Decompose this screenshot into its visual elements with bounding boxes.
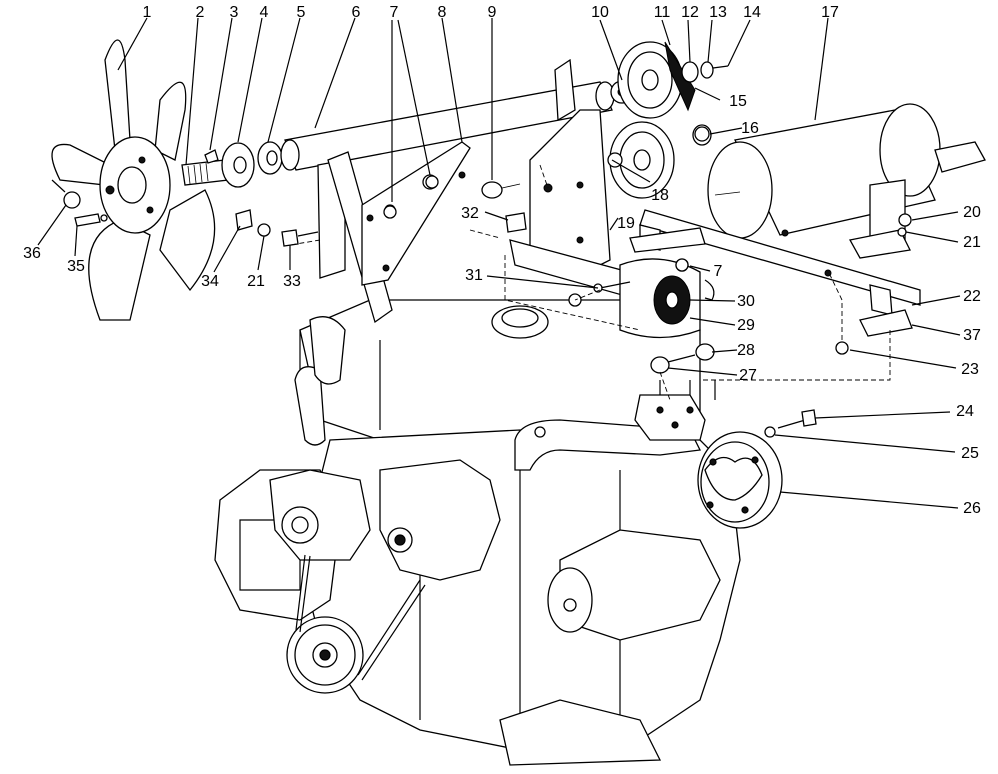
callout-28: 28 bbox=[737, 342, 755, 359]
engine-block bbox=[214, 299, 783, 766]
center-stand bbox=[509, 58, 641, 301]
callout-35: 35 bbox=[67, 258, 85, 275]
callout-20: 20 bbox=[963, 204, 981, 221]
support-tube bbox=[280, 80, 634, 171]
pulleys bbox=[607, 41, 729, 199]
callout-7-idler: 7 bbox=[714, 263, 723, 280]
leader-lines bbox=[37, 17, 961, 509]
callout-21-left: 21 bbox=[247, 273, 265, 290]
callout-1: 1 bbox=[143, 4, 152, 21]
callout-11: 11 bbox=[654, 4, 671, 21]
callout-33: 33 bbox=[283, 273, 301, 290]
callout-12: 12 bbox=[681, 4, 699, 21]
callout-2: 2 bbox=[196, 4, 205, 21]
callout-25: 25 bbox=[961, 445, 979, 462]
muffler bbox=[707, 103, 986, 259]
callout-6: 6 bbox=[352, 4, 361, 21]
support-frame bbox=[629, 209, 921, 337]
callout-29: 29 bbox=[737, 317, 755, 334]
callout-32: 32 bbox=[461, 205, 479, 222]
callout-14: 14 bbox=[743, 4, 761, 21]
callout-15: 15 bbox=[729, 93, 747, 110]
callout-9: 9 bbox=[488, 4, 497, 21]
callout-labels: 1 2 3 4 5 6 7 8 9 10 11 12 13 14 15 16 1… bbox=[23, 4, 981, 517]
callout-36: 36 bbox=[23, 245, 41, 262]
callout-4: 4 bbox=[260, 4, 269, 21]
alignment-lines bbox=[289, 164, 891, 401]
callout-34: 34 bbox=[201, 273, 219, 290]
idler-assembly bbox=[619, 258, 715, 339]
callout-16: 16 bbox=[741, 120, 759, 137]
callout-23: 23 bbox=[961, 361, 979, 378]
callout-10: 10 bbox=[591, 4, 609, 21]
callout-31: 31 bbox=[465, 267, 483, 284]
callout-7: 7 bbox=[390, 4, 399, 21]
fan-shaft-parts bbox=[181, 141, 283, 188]
cooling-fan bbox=[51, 39, 216, 321]
callout-18: 18 bbox=[651, 187, 669, 204]
callout-27: 27 bbox=[739, 367, 757, 384]
callout-19: 19 bbox=[617, 215, 635, 232]
callout-30: 30 bbox=[737, 293, 755, 310]
hardware-parts bbox=[51, 126, 912, 438]
callout-26: 26 bbox=[963, 500, 981, 517]
callout-37: 37 bbox=[963, 327, 981, 344]
callout-21-right: 21 bbox=[963, 234, 981, 251]
callout-24: 24 bbox=[956, 403, 974, 420]
mounting-brackets bbox=[317, 141, 471, 324]
callout-13: 13 bbox=[709, 4, 727, 21]
callout-8: 8 bbox=[438, 4, 447, 21]
callout-3: 3 bbox=[230, 4, 239, 21]
callout-22: 22 bbox=[963, 288, 981, 305]
callout-5: 5 bbox=[297, 4, 306, 21]
callout-17: 17 bbox=[821, 4, 839, 21]
